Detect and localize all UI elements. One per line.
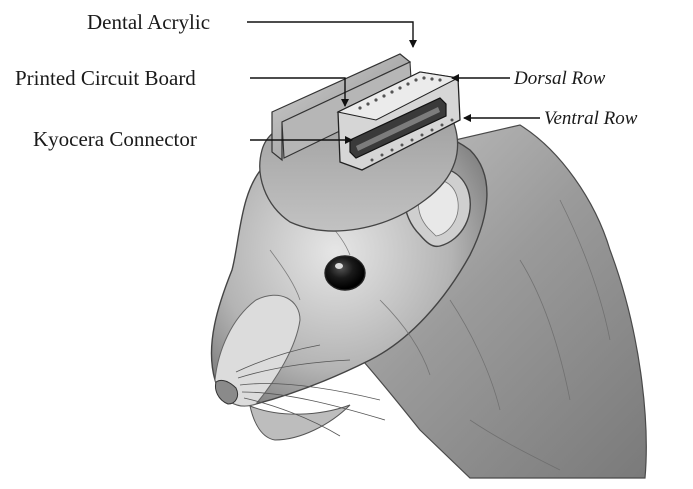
leader-dental-acrylic — [247, 22, 413, 47]
label-dorsal-row: Dorsal Row — [513, 68, 606, 89]
rat-jaw — [250, 405, 350, 440]
rat-eye-highlight — [335, 263, 343, 269]
label-kyocera-connector: Kyocera Connector — [33, 127, 197, 151]
label-dental-acrylic: Dental Acrylic — [87, 10, 210, 34]
label-printed-circuit-board: Printed Circuit Board — [15, 66, 196, 90]
label-ventral-row: Ventral Row — [544, 108, 638, 129]
rat-eye — [325, 256, 365, 290]
